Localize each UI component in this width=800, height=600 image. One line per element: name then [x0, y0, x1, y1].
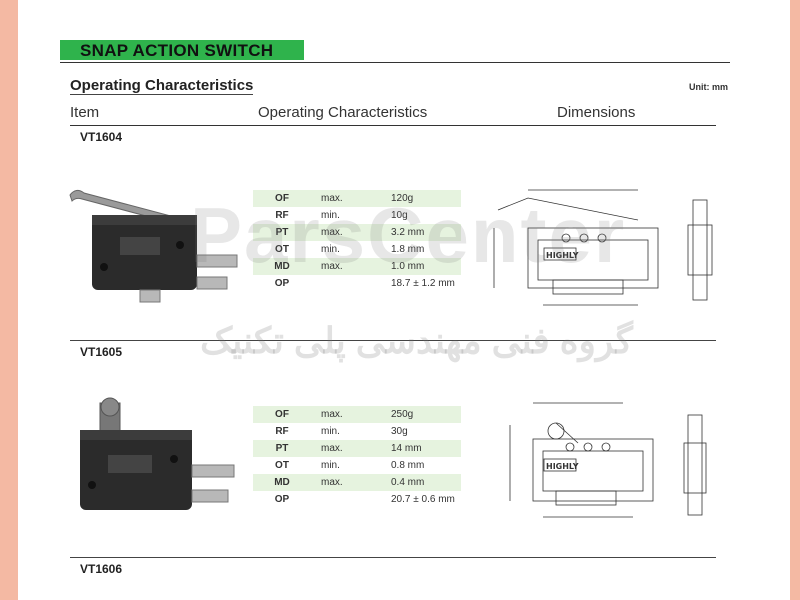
brand-label: HIGHLY	[546, 462, 579, 471]
unit-label: Unit: mm	[689, 82, 728, 92]
dimension-drawing-vt1605: HIGHLY	[509, 402, 707, 518]
column-header-characteristics: Operating Characteristics	[258, 104, 428, 121]
separator	[70, 557, 716, 558]
left-border-band	[0, 0, 18, 600]
header-rule	[70, 125, 716, 126]
watermark-subtext: گروه فنی مهندسی پلی تکنیک	[200, 320, 633, 361]
model-name-vt1604: VT1604	[80, 130, 123, 144]
column-header-item: Item	[70, 104, 100, 121]
switch-photo-roller	[80, 397, 235, 510]
page-title: SNAP ACTION SWITCH	[80, 41, 274, 60]
switch-photo-lever	[69, 189, 238, 303]
right-border-band	[790, 0, 800, 600]
column-header-dimensions: Dimensions	[557, 104, 636, 121]
dimension-drawing-vt1604: HIGHLY	[493, 189, 713, 306]
title-highlight	[60, 40, 304, 60]
model-name-vt1606: VT1606	[80, 562, 123, 576]
header-bar: SNAP ACTION SWITCH	[60, 40, 730, 63]
section-title: Operating Characteristics	[70, 77, 254, 95]
brand-label: HIGHLY	[546, 251, 579, 260]
separator	[70, 340, 716, 341]
model-name-vt1605: VT1605	[80, 345, 123, 359]
